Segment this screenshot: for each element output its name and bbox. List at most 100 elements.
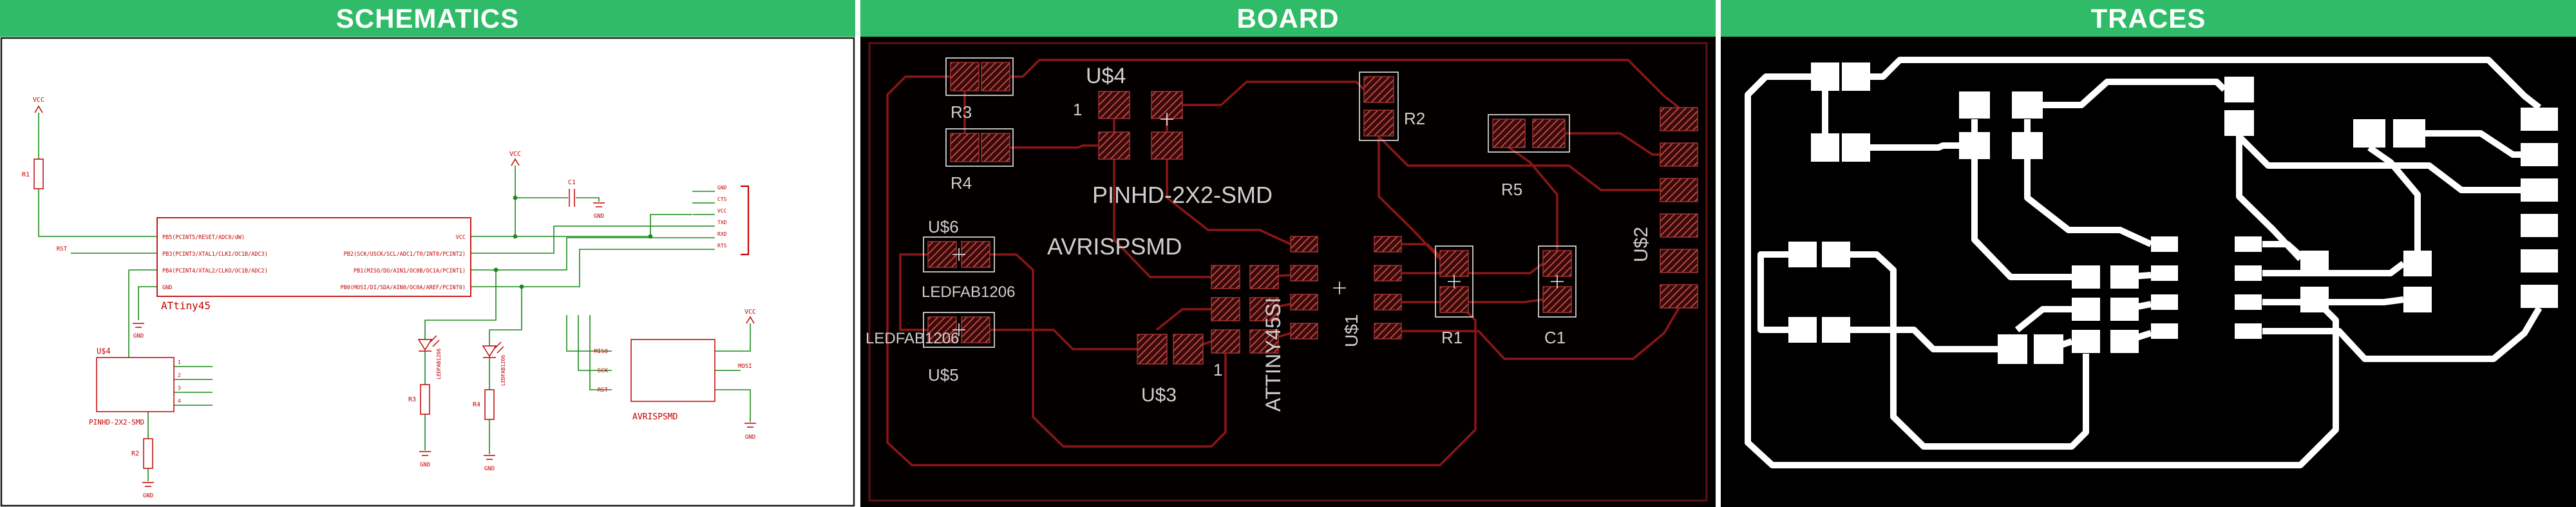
rst-label: RST xyxy=(57,246,68,253)
gnd-label: GND xyxy=(484,466,495,472)
avrisp-symbol xyxy=(630,339,715,402)
board-background xyxy=(860,37,1716,507)
vcc-label: VCC xyxy=(33,97,44,104)
board-label-u6: U$6 xyxy=(928,217,959,236)
pin-number: 4 xyxy=(178,398,181,404)
board-label-ledfab: LEDFAB1206 xyxy=(866,330,959,347)
board-label-pinhd: PINHD-2X2-SMD xyxy=(1092,182,1273,208)
board-label-r2: R2 xyxy=(1404,109,1425,128)
schematic-symbols xyxy=(33,105,756,487)
r1-label: R1 xyxy=(22,171,30,178)
resistor-symbol xyxy=(484,389,495,420)
ftdi-pin-label: GND xyxy=(717,185,727,191)
ftdi-pin-label: VCC xyxy=(717,208,727,214)
board-drawing: U$4 1 R3 R4 R2 PINHD-2X2-SMD R5 U$2 U$6 … xyxy=(860,37,1716,507)
origin-cross xyxy=(1551,275,1564,288)
ic-pin-label: PB0(MOSI/DI/SDA/AIN0/OC0A/AREF/PCINT0) xyxy=(341,285,466,291)
ic-symbol xyxy=(156,217,471,297)
ic-pin-label: PB5(PCINT5/RESET/ADC0/dW) xyxy=(162,234,245,241)
schematics-header: SCHEMATICS xyxy=(0,0,855,37)
gnd-label: GND xyxy=(745,434,755,441)
board-labels: U$4 1 R3 R4 R2 PINHD-2X2-SMD R5 U$2 U$6 … xyxy=(866,64,1652,412)
board-label-r1: R1 xyxy=(1441,328,1463,347)
led-device-label: LEDFAB1206 xyxy=(436,349,442,379)
board-label-ledfab: LEDFAB1206 xyxy=(922,283,1015,301)
isp-name-label: AVRISPSMD xyxy=(632,412,678,422)
ic-pin-label: VCC xyxy=(456,234,466,241)
header-ref-label: U$4 xyxy=(97,347,111,356)
board-pin1-marker: 1 xyxy=(1073,100,1082,119)
board-label-r5: R5 xyxy=(1501,180,1522,199)
board-label-c1: C1 xyxy=(1544,328,1566,347)
board-outline xyxy=(868,42,1708,502)
silkscreen xyxy=(923,57,1577,348)
gnd-label: GND xyxy=(594,213,604,220)
led-symbol xyxy=(432,340,440,347)
r4-label: R4 xyxy=(473,401,480,408)
schematic-canvas: VCC VCC VCC RST R1 R2 R3 R4 C1 ATtiny45 … xyxy=(0,37,855,507)
panel-board: BOARD xyxy=(860,0,1716,507)
led-device-label: LEDFAB1206 xyxy=(500,355,506,386)
ftdi-pin-label: RTS xyxy=(717,243,727,249)
traces-title: TRACES xyxy=(2090,3,2206,33)
gnd-label: GND xyxy=(133,333,144,340)
ftdi-pin-label: CTS xyxy=(717,196,727,202)
resistor-symbol xyxy=(33,158,44,189)
board-label-u2: U$2 xyxy=(1631,227,1652,262)
ic-pin-label: PB1(MISO/DO/AIN1/OC0B/OC1A/PCINT1) xyxy=(354,268,466,274)
resistor-symbol xyxy=(143,438,153,469)
header-device-label: PINHD-2X2-SMD xyxy=(89,418,144,426)
ftdi-pin-label: TXD xyxy=(717,220,727,225)
vcc-symbol xyxy=(34,105,43,113)
ftdi-connector-symbol xyxy=(741,185,750,256)
gnd-symbol xyxy=(133,202,756,487)
traces-background xyxy=(1721,37,2576,507)
board-pin1-marker: 1 xyxy=(1213,360,1222,379)
vcc-symbol xyxy=(746,316,755,324)
panel-schematics: SCHEMATICS xyxy=(0,0,855,507)
traces-canvas xyxy=(1721,37,2576,507)
isp-pin-label: MOSI xyxy=(738,363,752,370)
vcc-label: VCC xyxy=(744,309,756,316)
led-symbol xyxy=(417,339,433,351)
origin-cross xyxy=(1160,113,1173,126)
schematic-frame xyxy=(0,37,855,507)
board-title: BOARD xyxy=(1236,3,1340,33)
origin-cross xyxy=(952,248,965,261)
wire-junctions xyxy=(493,195,653,289)
board-label-r3: R3 xyxy=(951,102,972,122)
pin-number: 1 xyxy=(178,359,181,365)
traces-drawing xyxy=(1721,37,2576,507)
board-label-r4: R4 xyxy=(951,173,972,193)
ftdi-pin-label: RXD xyxy=(717,231,727,237)
resistor-symbol xyxy=(420,384,430,415)
pin-number: 3 xyxy=(178,385,181,391)
c1-label: C1 xyxy=(568,179,576,186)
vcc-label: VCC xyxy=(509,151,521,158)
gnd-label: GND xyxy=(420,462,430,468)
panel-traces: TRACES xyxy=(1721,0,2576,507)
pinheader-symbol xyxy=(96,357,175,412)
led-symbol xyxy=(494,341,502,349)
led-symbol xyxy=(482,345,497,358)
board-label-u5: U$5 xyxy=(928,365,959,385)
board-label-avrisp: AVRISPSMD xyxy=(1047,233,1182,260)
vcc-symbol xyxy=(511,158,520,166)
led-symbol xyxy=(430,335,437,343)
board-label-u1: U$1 xyxy=(1341,314,1361,347)
traces-header: TRACES xyxy=(1721,0,2576,37)
board-canvas: U$4 1 R3 R4 R2 PINHD-2X2-SMD R5 U$2 U$6 … xyxy=(860,37,1716,507)
origin-cross xyxy=(1333,282,1346,294)
r2-label: R2 xyxy=(131,450,139,457)
pin-number: 2 xyxy=(178,372,181,378)
ic-pin-label: PB2(SCK/USCK/SCL/ADC1/T0/INT0/PCINT2) xyxy=(344,251,466,258)
led-symbol xyxy=(497,346,504,354)
ic-pin-label: PB4(PCINT4/XTAL2/CLKO/OC1B/ADC2) xyxy=(162,268,268,274)
origin-cross xyxy=(1448,275,1461,288)
r3-label: R3 xyxy=(408,396,416,403)
board-label-u3: U$3 xyxy=(1141,385,1177,406)
schematics-title: SCHEMATICS xyxy=(336,3,520,33)
ic-pin-label: PB3(PCINT3/XTAL1/CLKI/OC1B/ADC3) xyxy=(162,251,268,258)
isp-pin-label: SCK xyxy=(598,368,609,374)
